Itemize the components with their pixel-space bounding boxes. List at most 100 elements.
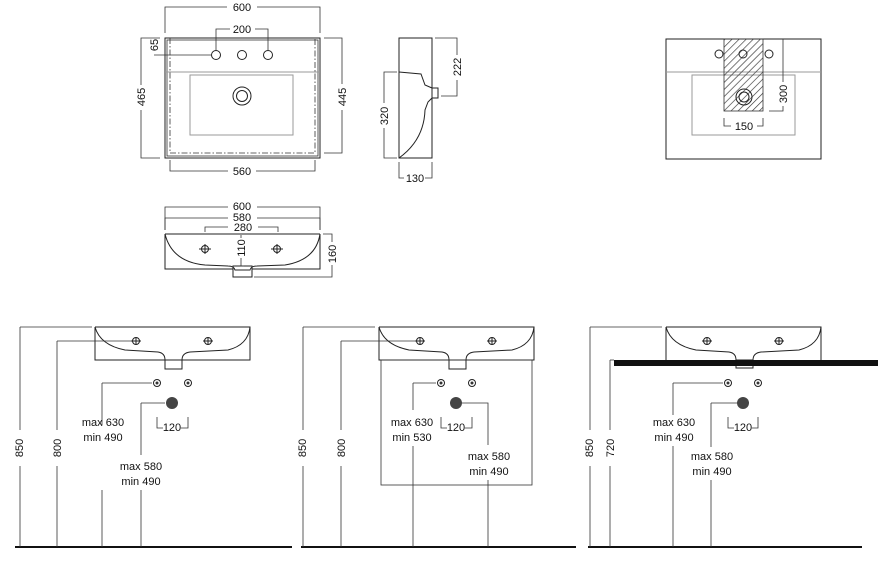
dim-line-200	[215, 28, 269, 50]
side-wall-block	[398, 37, 433, 159]
dim-line-720	[609, 359, 614, 547]
tap-hole-left-2	[714, 49, 724, 59]
mounting-outline-dashed	[169, 38, 316, 154]
waste-outlet-icon	[166, 397, 178, 409]
dim-height-800: 800	[336, 439, 348, 457]
bowl-outline	[189, 74, 294, 136]
dim-line-waste	[140, 402, 165, 547]
drain-outer-icon-2	[735, 88, 753, 106]
supply-right-icon	[468, 379, 476, 387]
front-view: 600 580 280 110 160	[164, 201, 339, 278]
waste-outlet-icon	[450, 397, 462, 409]
fixing-hole-right-icon	[774, 337, 784, 345]
supply-left-icon	[724, 379, 732, 387]
dim-line-120	[727, 417, 759, 429]
tap-hole-right-2	[764, 49, 774, 59]
dim-line-800	[340, 340, 415, 547]
dim-line-waste	[710, 402, 737, 547]
dim-line-front-280	[204, 226, 279, 232]
tap-hole-center	[237, 50, 247, 60]
fixing-hole-left-icon	[415, 337, 425, 345]
countertop	[614, 360, 878, 366]
dim-height-720: 720	[605, 439, 617, 457]
dim-tap-spacing: 200	[233, 24, 251, 36]
basin-front-curve	[665, 326, 822, 361]
supply-left-icon	[437, 379, 445, 387]
tap-hole-left	[211, 50, 221, 60]
dim-front-110: 110	[236, 239, 248, 257]
waste-range-max: max 580	[120, 461, 162, 473]
waste-range-min: min 490	[469, 466, 508, 478]
dim-line-465	[140, 37, 160, 159]
dim-line-320	[383, 71, 397, 159]
front-outlet	[232, 265, 253, 278]
dim-width-560: 560	[233, 166, 251, 178]
basin-outlet	[164, 359, 183, 370]
basin-front-outline	[665, 327, 822, 360]
install-zone-view: 300 150	[665, 38, 822, 160]
dim-line-222	[435, 37, 458, 97]
dim-zone-150: 150	[735, 121, 753, 133]
installation-on-cabinet: 850 800 max 630 min 530 max 580 min 490 …	[297, 326, 576, 548]
dim-side-320: 320	[379, 107, 391, 125]
dim-line-560	[169, 160, 316, 172]
supply-right-icon	[184, 379, 192, 387]
dim-front-600: 600	[233, 201, 251, 213]
front-bowl-curve	[164, 233, 321, 271]
basin-front-outline	[94, 327, 251, 361]
tap-hole-right	[263, 50, 273, 60]
dim-height-800: 800	[52, 439, 64, 457]
fixing-hole-left-icon	[702, 337, 712, 345]
supply-range-max: max 630	[653, 417, 695, 429]
dim-height-850: 850	[584, 439, 596, 457]
waste-outlet-icon	[737, 397, 749, 409]
side-outlet	[431, 87, 439, 99]
dim-supply-spacing: 120	[734, 422, 752, 434]
basin-rim	[166, 39, 319, 157]
installation-wall-hung: 850 800 max 630 min 490 max 580 min 490 …	[14, 326, 292, 548]
drain-inner-icon	[236, 90, 248, 102]
dim-front-580: 580	[233, 212, 251, 224]
cabinet-outline	[380, 359, 533, 486]
dim-line-front-580	[164, 217, 321, 230]
fixing-hole-right-icon	[203, 337, 213, 345]
supply-range-min: min 490	[654, 432, 693, 444]
dim-height-850: 850	[14, 439, 26, 457]
dim-side-222: 222	[452, 58, 464, 76]
supply-range-max: max 630	[391, 417, 433, 429]
side-profile	[398, 71, 433, 159]
dim-front-280: 280	[234, 222, 252, 234]
dim-supply-spacing: 120	[163, 422, 181, 434]
supply-right-icon	[754, 379, 762, 387]
dim-line-waste	[462, 402, 489, 547]
basin-front-curve	[378, 326, 535, 361]
drain-inner-icon-2	[738, 91, 750, 103]
dim-line-120	[156, 417, 189, 429]
side-view: 222 320 130	[379, 37, 464, 185]
supply-left-icon	[153, 379, 161, 387]
dim-line-front-110	[240, 235, 244, 267]
installation-on-countertop: 850 720 max 630 min 490 max 580 min 490 …	[584, 326, 878, 548]
waste-range-min: min 490	[121, 476, 160, 488]
tap-hole-center-2	[738, 49, 748, 59]
top-view: 600 200 65 465 445 560	[136, 2, 349, 178]
supply-range-max: max 630	[82, 417, 124, 429]
dim-line-445	[324, 37, 343, 154]
dim-side-130: 130	[406, 173, 424, 185]
dim-line-600	[164, 6, 321, 33]
fixing-hole-right-icon	[487, 337, 497, 345]
waste-range-min: min 490	[692, 466, 731, 478]
dim-line-800	[56, 340, 131, 547]
dim-depth-465: 465	[136, 88, 148, 106]
fixing-hole-left-icon	[131, 337, 141, 345]
basin-outlet	[448, 359, 467, 370]
supply-range-min: min 490	[83, 432, 122, 444]
dim-line-300	[769, 39, 784, 112]
front-outline	[164, 234, 321, 270]
dim-depth-445: 445	[337, 88, 349, 106]
basin-front-curve	[94, 326, 251, 361]
supply-range-min: min 530	[392, 432, 431, 444]
dim-height-850: 850	[297, 439, 309, 457]
dim-tap-offset: 65	[149, 39, 161, 51]
